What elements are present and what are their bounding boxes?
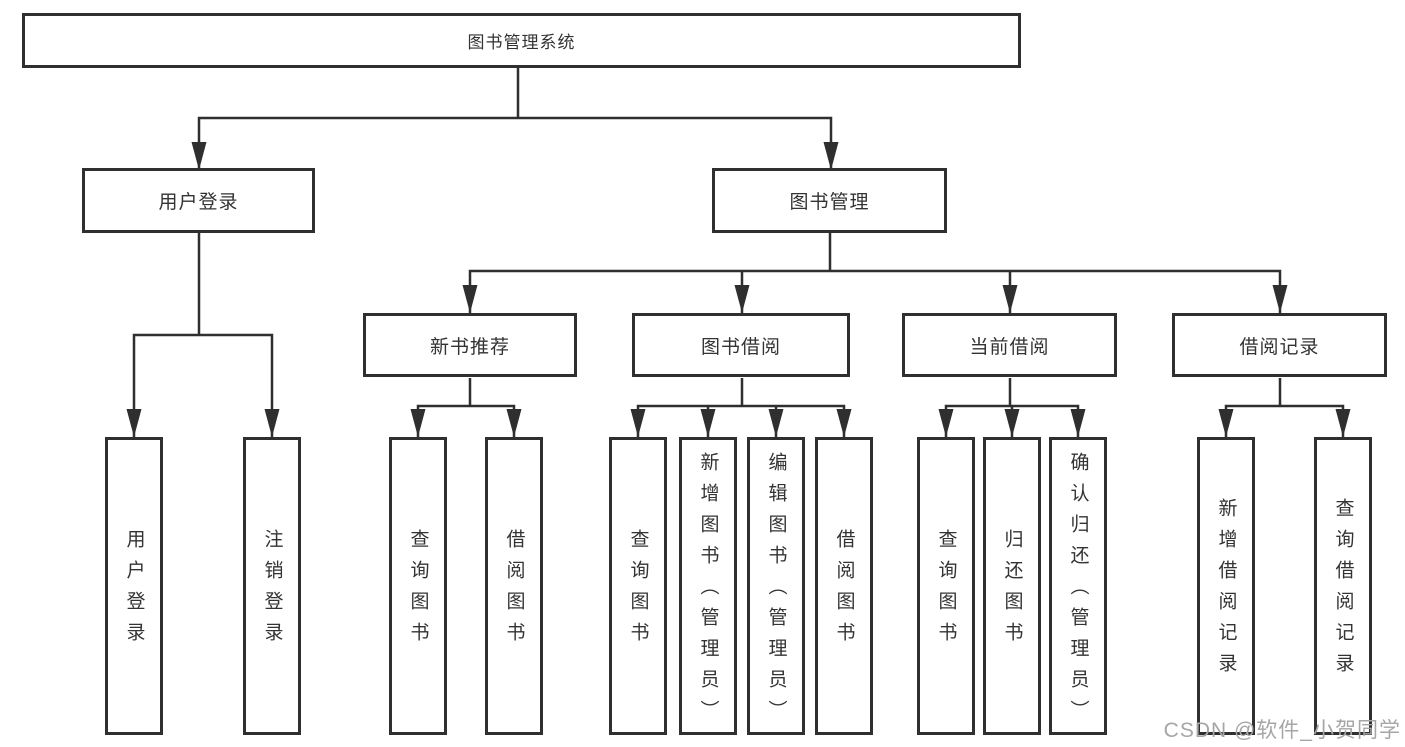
node-label: 查询图书 [935, 529, 957, 653]
node-label: 借阅图书 [833, 529, 855, 653]
leaf-query-books-2: 查询图书 [609, 437, 667, 735]
leaf-borrow-books-2: 借阅图书 [815, 437, 873, 735]
node-new-book-recommend: 新书推荐 [363, 313, 577, 377]
node-label: 借阅图书 [503, 529, 525, 653]
node-label: 查询图书 [407, 529, 429, 653]
node-book-borrow: 图书借阅 [632, 313, 850, 377]
leaf-query-borrow-record: 查询借阅记录 [1314, 437, 1372, 735]
node-label: 图书管理系统 [467, 33, 576, 52]
node-label: 确认归还（管理员） [1067, 451, 1089, 731]
leaf-logout: 注销登录 [243, 437, 301, 735]
arrowheads [126, 142, 1351, 437]
node-borrow-records: 借阅记录 [1172, 313, 1387, 377]
node-label: 查询借阅记录 [1332, 498, 1354, 684]
node-label: 图书借阅 [700, 336, 781, 358]
node-label: 新增图书（管理员） [697, 451, 719, 731]
node-label: 归还图书 [1001, 529, 1023, 653]
node-label: 注销登录 [261, 529, 283, 653]
leaf-borrow-books-1: 借阅图书 [485, 437, 543, 735]
leaf-add-books-admin: 新增图书（管理员） [679, 437, 737, 735]
leaf-user-login: 用户登录 [105, 437, 163, 735]
leaf-query-books-3: 查询图书 [917, 437, 975, 735]
node-label: 查询图书 [627, 529, 649, 653]
node-label: 当前借阅 [969, 336, 1050, 358]
node-label: 新增借阅记录 [1215, 498, 1237, 684]
node-user-login-branch: 用户登录 [82, 168, 315, 233]
node-label: 借阅记录 [1239, 336, 1320, 358]
node-current-borrow: 当前借阅 [902, 313, 1117, 377]
leaf-query-books-1: 查询图书 [389, 437, 447, 735]
node-label: 新书推荐 [429, 336, 510, 358]
node-book-management-branch: 图书管理 [712, 168, 947, 233]
leaf-edit-books-admin: 编辑图书（管理员） [747, 437, 805, 735]
leaf-add-borrow-record: 新增借阅记录 [1197, 437, 1255, 735]
node-label: 编辑图书（管理员） [765, 451, 787, 731]
node-label: 用户登录 [123, 529, 145, 653]
node-label: 用户登录 [158, 192, 239, 213]
leaf-confirm-return-admin: 确认归还（管理员） [1049, 437, 1107, 735]
leaf-return-books: 归还图书 [983, 437, 1041, 735]
node-book-management-system: 图书管理系统 [22, 13, 1021, 68]
node-label: 图书管理 [789, 192, 870, 213]
